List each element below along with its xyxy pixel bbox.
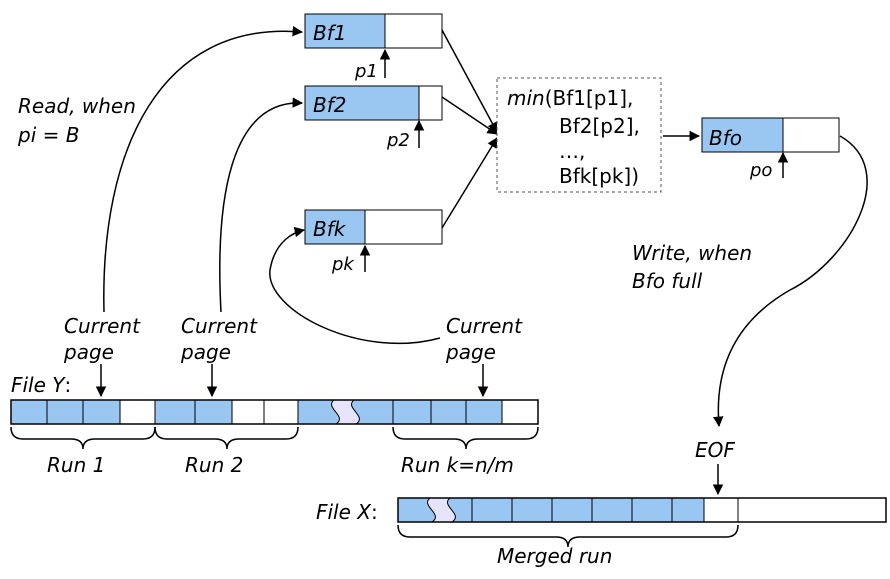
min-args-1: (Bf1[p1], (545, 86, 634, 110)
file-y-label: File Y: (11, 373, 71, 397)
buffer-bf1-label: Bf1 (313, 21, 347, 45)
run-k-label: Run k=n/m (401, 453, 514, 477)
write-note: Write, when Bfo full (632, 241, 752, 293)
pointer-p1: p1 (354, 48, 391, 82)
current-page-k-line2: page (445, 340, 496, 364)
current-page-2-line1: Current (181, 314, 258, 338)
merged-run-label: Merged run (497, 544, 612, 568)
pointer-po: po (749, 151, 789, 181)
file-y-colon: : (65, 373, 72, 397)
read-note-line2: pi = B (17, 123, 79, 147)
min-line3: …, (559, 139, 585, 163)
svg-text:File Y:: File Y: (11, 373, 71, 397)
buffer-bfk-label: Bfk (313, 217, 347, 241)
pointer-p2-label: p2 (386, 130, 410, 151)
current-page-2-line2: page (180, 340, 231, 364)
file-y-name: File Y (11, 373, 66, 397)
read-note-line1: Read, when (18, 94, 136, 118)
current-page-k: Current page (445, 314, 523, 398)
current-page-2: Current page (180, 314, 258, 398)
current-page-1-line2: page (63, 340, 114, 364)
pointer-p2: p2 (386, 119, 425, 151)
run-1-label: Run 1 (47, 453, 105, 477)
buffer-bf2-label: Bf2 (313, 93, 347, 117)
min-line2: Bf2[p2], (559, 114, 640, 138)
file-x-pages (397, 497, 887, 523)
buffer-bf1: Bf1 (304, 13, 443, 49)
min-box: min(Bf1[p1], Bf2[p2], …, Bfk[pk]) (496, 77, 662, 193)
file-x-name: File X (316, 500, 372, 524)
buffer-bfk: Bfk (304, 209, 443, 245)
min-line4: Bfk[pk]) (559, 164, 639, 188)
eof-label: EOF (695, 438, 735, 462)
write-note-line2: Bfo full (632, 269, 703, 293)
min-line1: min(Bf1[p1], (507, 86, 633, 110)
current-page-1: Current page (63, 314, 141, 398)
buffer-bfo-label: Bfo (709, 126, 742, 150)
pointer-pk: pk (331, 244, 371, 275)
svg-text:File X:: File X: (316, 500, 378, 524)
buffer-bfo: Bfo (701, 117, 840, 153)
pointer-po-label: po (749, 160, 772, 181)
write-note-line1: Write, when (632, 241, 752, 265)
current-page-1-line1: Current (64, 314, 141, 338)
buffer-bf2: Bf2 (304, 85, 443, 121)
min-func: min (507, 86, 545, 110)
file-y-pages (10, 399, 539, 425)
run-2-label: Run 2 (185, 453, 243, 477)
pointer-p1-label: p1 (354, 61, 378, 82)
file-x-label: File X: (316, 500, 378, 524)
pointer-pk-label: pk (331, 254, 355, 275)
current-page-k-line1: Current (446, 314, 523, 338)
file-x-colon: : (371, 500, 378, 524)
read-note: Read, when pi = B (17, 94, 136, 147)
